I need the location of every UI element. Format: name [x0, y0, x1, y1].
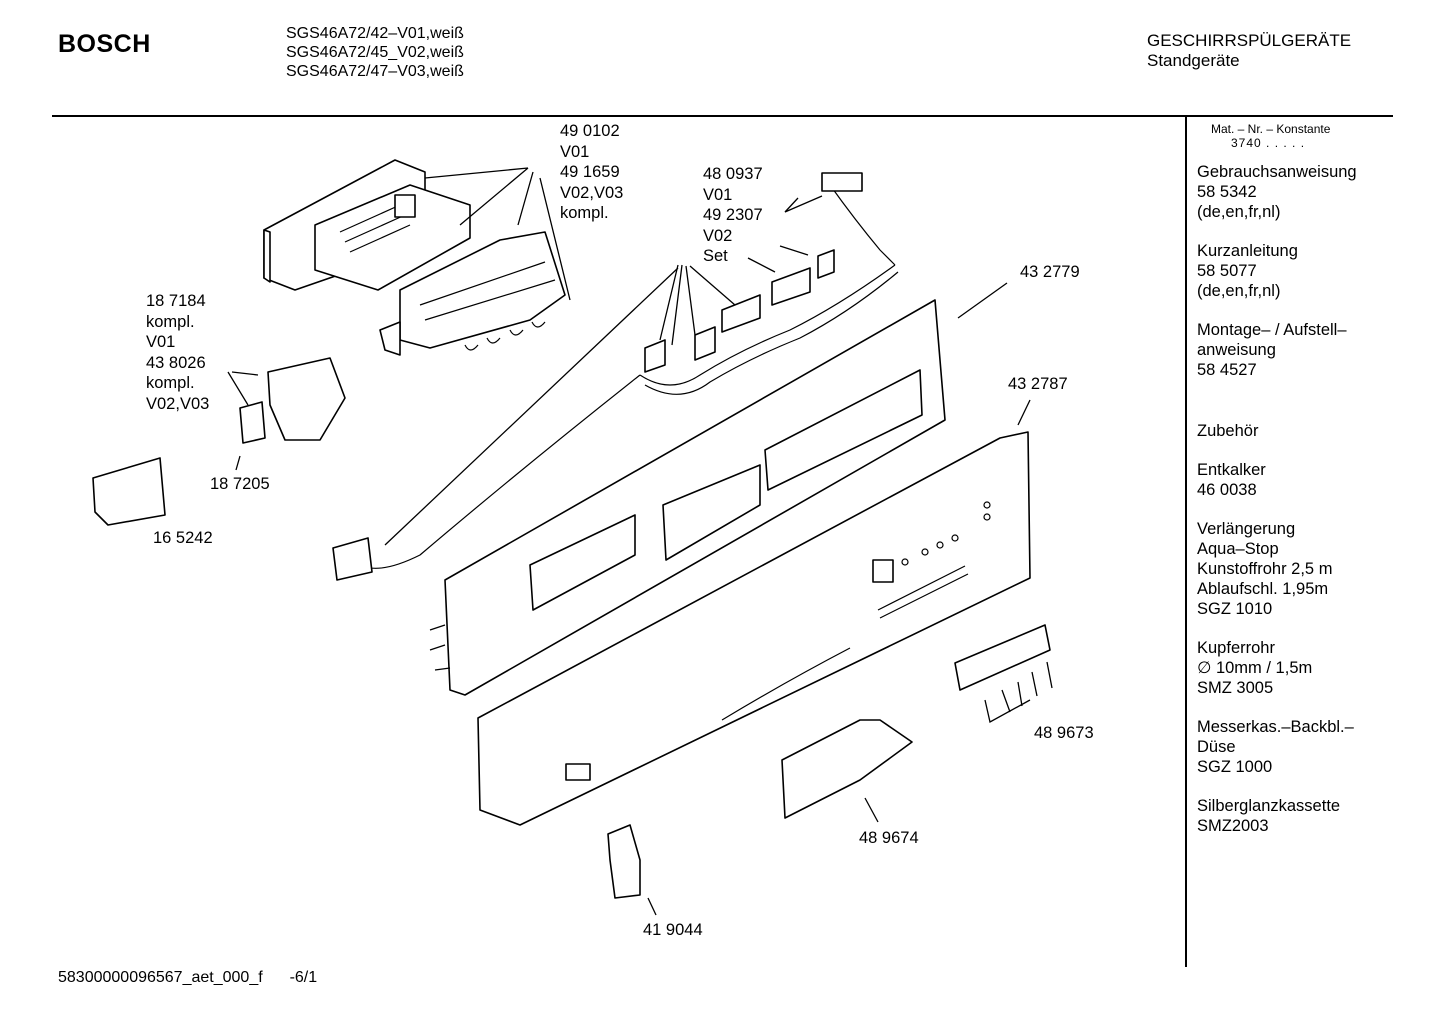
brand-logo: BOSCH — [58, 30, 151, 58]
sidebar-entry: Kurzanleitung 58 5077 (de,en,fr,nl) — [1197, 242, 1298, 300]
door-lock-drawing — [239, 357, 346, 444]
header-divider — [52, 115, 1393, 117]
front-panel-drawing — [477, 431, 1031, 826]
model-line: SGS46A72/47–V03,weiß — [286, 63, 464, 80]
part-label-wire-harness: 48 0937 V01 49 2307 V02 Set — [703, 165, 763, 265]
wire-harness-drawing — [332, 172, 899, 581]
switch-block-drawing — [92, 457, 166, 526]
document-title: GESCHIRRSPÜLGERÄTE Standgeräte — [1147, 31, 1351, 71]
sidebar-entry: Silberglanzkassette SMZ2003 — [1197, 797, 1341, 835]
sidebar-entry: Zubehör — [1197, 422, 1259, 440]
control-module-drawing — [263, 159, 566, 356]
sidebar-entry: Entkalker 46 0038 — [1197, 461, 1266, 499]
door-handle-drawing — [781, 719, 913, 819]
sidebar-entry: Montage– / Aufstell– anweisung 58 4527 — [1197, 321, 1347, 379]
appliance-category: GESCHIRRSPÜLGERÄTE — [1147, 31, 1352, 50]
model-list: SGS46A72/42–V01,weiß SGS46A72/45_V02,wei… — [286, 24, 464, 81]
part-label-button-set: 48 9673 — [1034, 724, 1094, 742]
mat-nr-label: Mat. – Nr. – Konstante — [1211, 122, 1331, 136]
part-label-187205: 18 7205 — [210, 475, 270, 493]
control-frame-drawing — [429, 299, 946, 696]
part-label-clip: 41 9044 — [643, 921, 703, 939]
clip-drawing — [607, 824, 641, 899]
model-line: SGS46A72/42–V01,weiß — [286, 25, 464, 42]
mat-nr-value: 3740 . . . . . — [1231, 136, 1306, 150]
part-label-front-panel: 43 2787 — [1008, 375, 1068, 393]
page-number: -6/1 — [289, 969, 318, 986]
part-label-165242: 16 5242 — [153, 529, 213, 547]
part-label-door-handle: 48 9674 — [859, 829, 919, 847]
sidebar-entry: Kupferrohr ∅ 10mm / 1,5m SMZ 3005 — [1197, 639, 1313, 697]
accessories-sidebar: Mat. – Nr. – Konstante 3740 . . . . . Ge… — [1197, 122, 1387, 836]
part-label-control-module: 49 0102 V01 49 1659 V02,V03 kompl. — [560, 122, 624, 222]
part-label-door-lock: 18 7184 kompl. V01 43 8026 kompl. V02,V0… — [146, 292, 210, 413]
part-label-frame: 43 2779 — [1020, 263, 1080, 281]
document-code: 58300000096567_aet_000_f — [58, 969, 263, 986]
sidebar-entry: Verlängerung Aqua–Stop Kunstoffrohr 2,5 … — [1197, 520, 1333, 618]
model-line: SGS46A72/45_V02,weiß — [286, 44, 464, 61]
appliance-subcategory: Standgeräte — [1147, 51, 1240, 70]
sidebar-entry: Gebrauchsanweisung 58 5342 (de,en,fr,nl) — [1197, 163, 1357, 221]
sidebar-entry: Messerkas.–Backbl.– Düse SGZ 1000 — [1197, 718, 1354, 776]
leader-lines — [227, 167, 1053, 916]
sidebar-divider — [1185, 117, 1187, 967]
button-set-drawing — [954, 624, 1051, 691]
footer: 58300000096567_aet_000_f -6/1 — [58, 969, 317, 987]
exploded-view-drawing — [92, 159, 1053, 916]
